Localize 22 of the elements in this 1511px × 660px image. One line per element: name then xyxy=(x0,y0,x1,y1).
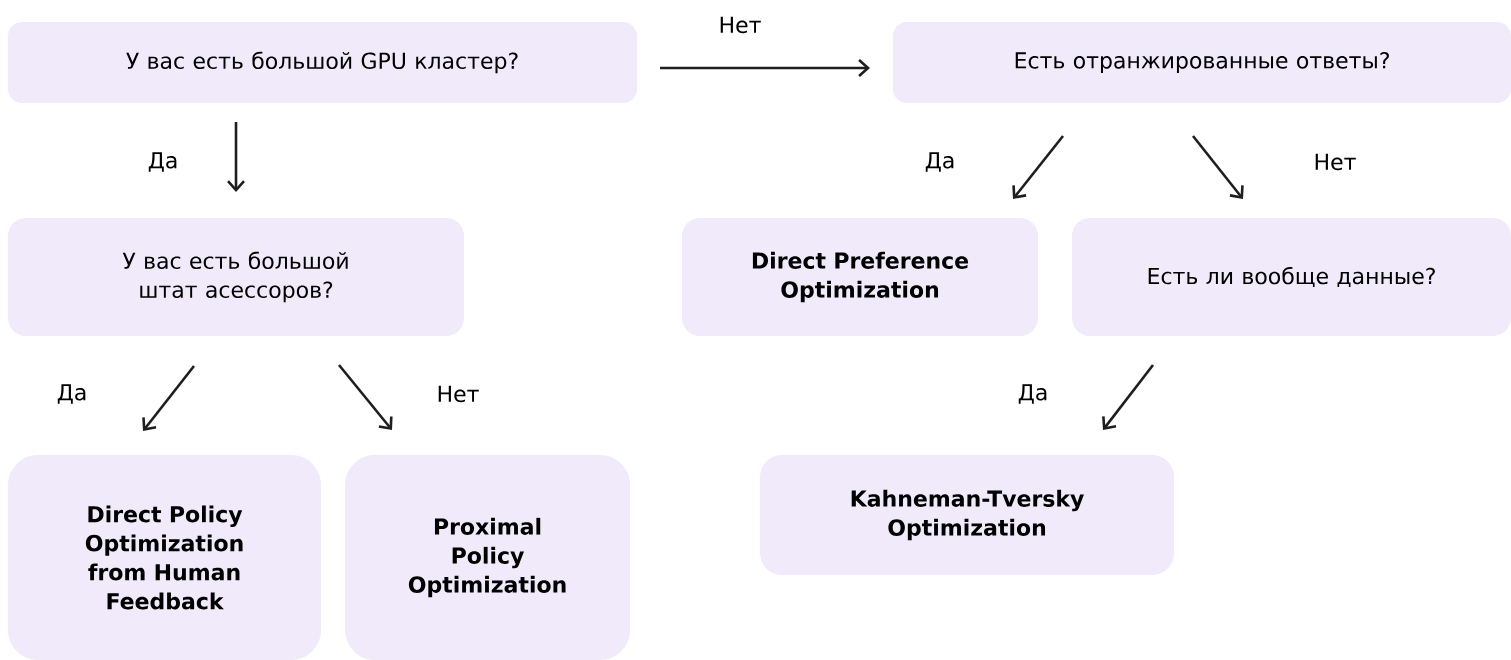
edge-label: Нет xyxy=(1311,151,1359,173)
question-box: Есть отранжированные ответы? xyxy=(893,22,1511,103)
edge-label: Да xyxy=(145,150,181,174)
arrow xyxy=(227,122,245,192)
edge-label: Да xyxy=(54,382,90,406)
question-box: У вас есть большой GPU кластер? xyxy=(8,22,637,103)
question-box: У вас есть большой штат асессоров? xyxy=(8,218,464,336)
answer-box: Proximal Policy Optimization xyxy=(345,455,630,660)
question-box: Есть ли вообще данные? xyxy=(1072,218,1511,336)
arrow xyxy=(1192,135,1244,199)
arrow xyxy=(142,365,196,431)
edge-label: Нет xyxy=(716,14,764,36)
edge-label: Да xyxy=(922,150,958,174)
edge-label: Да xyxy=(1015,382,1051,406)
arrow xyxy=(1102,364,1155,430)
arrow xyxy=(1012,135,1065,199)
arrow xyxy=(660,59,870,77)
answer-box: Direct Preference Optimization xyxy=(682,218,1038,336)
answer-box: Kahneman-Tversky Optimization xyxy=(760,455,1174,575)
answer-box: Direct Policy Optimization from Human Feedback xyxy=(8,455,321,660)
arrow xyxy=(338,364,393,430)
edge-label: Нет xyxy=(434,383,482,405)
